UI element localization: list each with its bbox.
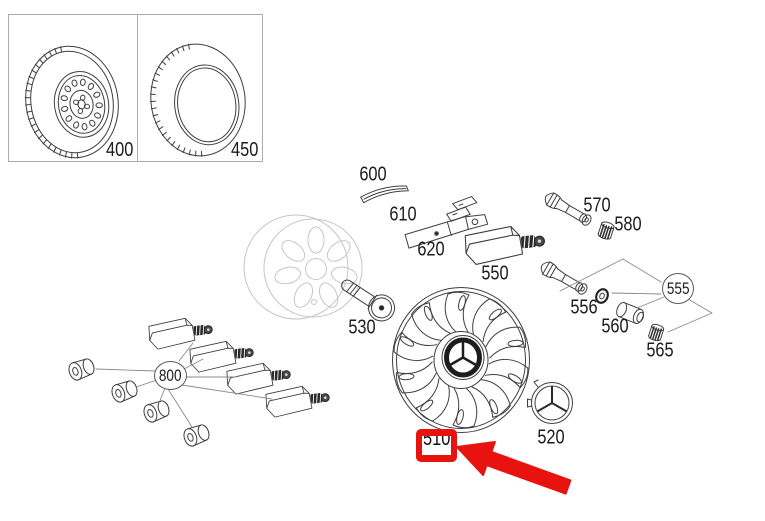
part-label-560[interactable]: 560 [601, 315, 629, 338]
part-label-580[interactable]: 580 [614, 213, 642, 236]
part-label-620[interactable]: 620 [417, 238, 445, 261]
part-label-570[interactable]: 570 [583, 194, 611, 217]
alloy-wheel-drawing [243, 214, 363, 320]
part-label-555[interactable]: 555 [666, 278, 690, 298]
valve-cap-drawing-580 [596, 219, 616, 242]
part-label-530[interactable]: 530 [348, 316, 376, 339]
lug-bolt-drawing [341, 279, 396, 322]
highlight-window: 510 [422, 436, 451, 455]
valve-stem-drawing-556 [537, 258, 591, 298]
highlighted-part-number[interactable]: 510 [423, 436, 451, 450]
thumbnail-400-box[interactable]: 400 [8, 14, 138, 162]
part-label-565[interactable]: 565 [646, 339, 674, 362]
wheel-weight-clip-drawing-610 [446, 196, 478, 222]
wheel-weight-drawing-620 [404, 214, 489, 249]
part-label-400[interactable]: 400 [105, 139, 133, 161]
brand-star-icon [537, 386, 567, 412]
wheel-cover-drawing [391, 287, 531, 433]
part-label-610[interactable]: 610 [389, 203, 417, 226]
tire-drawing [149, 43, 246, 157]
callout-circle-555[interactable]: 555 [662, 273, 694, 304]
part-label-520[interactable]: 520 [537, 426, 565, 449]
steel-wheel-drawing [24, 45, 119, 159]
part-label-556[interactable]: 556 [570, 296, 598, 319]
wheel-weight-drawing-600 [360, 185, 409, 204]
brand-star-icon [444, 337, 482, 378]
valve-grommet-drawing [595, 288, 609, 304]
valve-sleeve-drawing-560 [616, 301, 645, 325]
highlight-box: 510 [416, 429, 457, 462]
tpms-sensor-set-drawing [66, 314, 332, 449]
part-label-800[interactable]: 800 [159, 365, 182, 385]
tpms-sensor-drawing [463, 222, 547, 266]
thumbnail-450-box[interactable]: 450 [137, 14, 263, 162]
center-cap-drawing [527, 379, 573, 424]
part-label-550[interactable]: 550 [481, 262, 509, 285]
part-label-450[interactable]: 450 [230, 139, 258, 161]
part-label-600[interactable]: 600 [359, 163, 387, 186]
connector-lines [95, 258, 713, 428]
highlight-arrow [456, 441, 572, 495]
callout-circle-800[interactable]: 800 [154, 361, 187, 390]
